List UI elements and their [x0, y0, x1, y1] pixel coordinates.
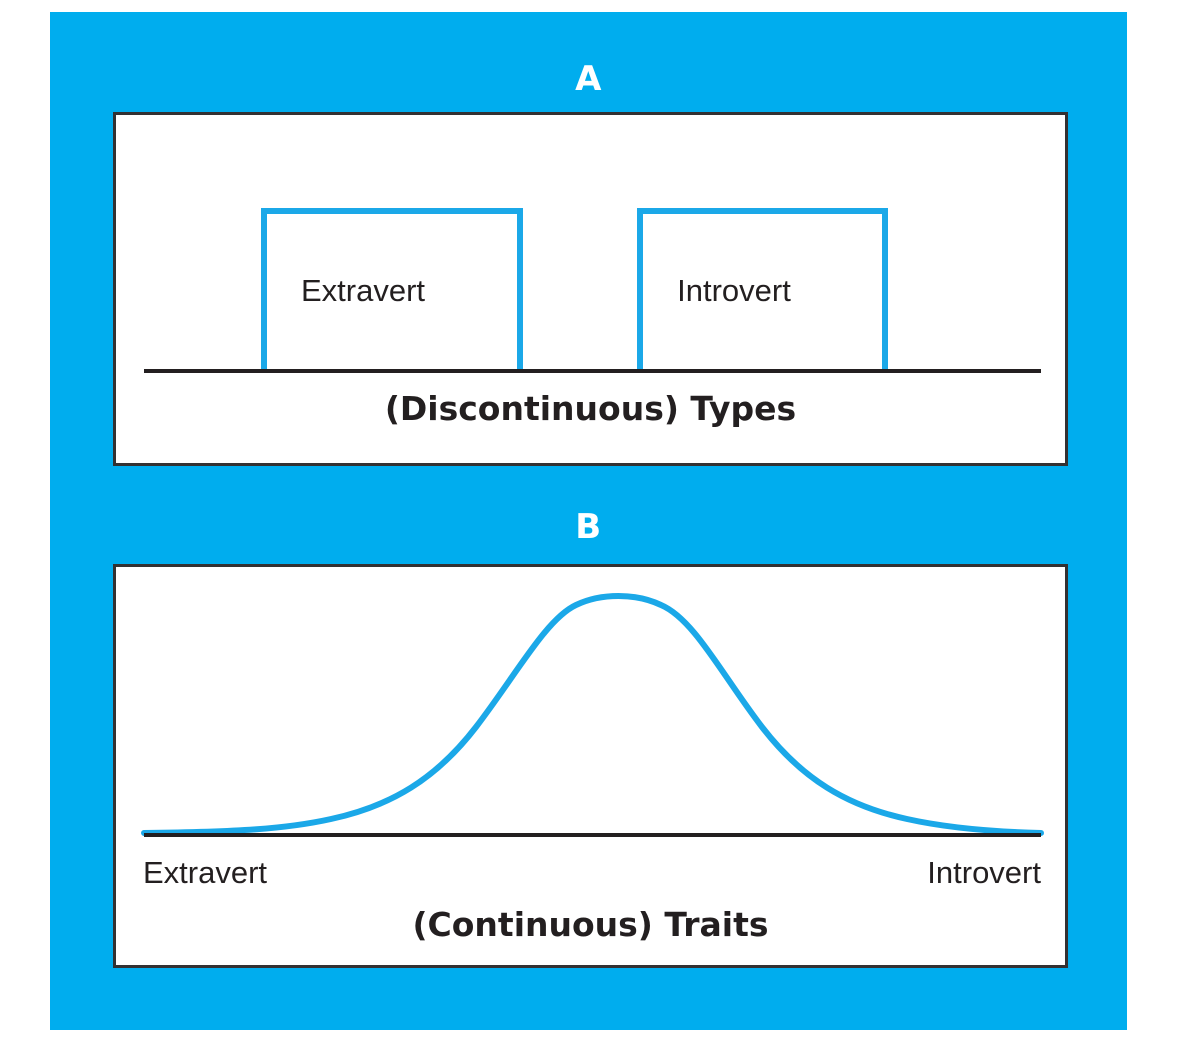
- panel-b-canvas: [116, 567, 1065, 965]
- figure-root: A Extravert Introvert (Discontinuous) Ty…: [50, 12, 1127, 1030]
- panel-a-chart: [144, 208, 1041, 373]
- panel-a-header: A: [575, 59, 602, 99]
- axis-label-introvert: Introvert: [927, 855, 1041, 890]
- panel-b-chart: [141, 593, 1044, 837]
- bar-introvert: [637, 208, 888, 371]
- panel-a-box: Extravert Introvert (Discontinuous) Type…: [113, 112, 1068, 466]
- bar-label-introvert: Introvert: [677, 273, 791, 308]
- bell-curve-path: [141, 593, 1044, 836]
- panel-b-box: Extravert Introvert (Continuous) Traits: [113, 564, 1068, 968]
- axis-label-extravert: Extravert: [143, 855, 268, 890]
- panel-b-header: B: [575, 507, 602, 547]
- panel-a-caption: (Discontinuous) Types: [384, 389, 797, 428]
- panel-b-caption: (Continuous) Traits: [412, 905, 769, 944]
- bar-extravert: [261, 208, 523, 371]
- panel-a-canvas: [116, 115, 1065, 463]
- bar-label-extravert: Extravert: [300, 273, 426, 308]
